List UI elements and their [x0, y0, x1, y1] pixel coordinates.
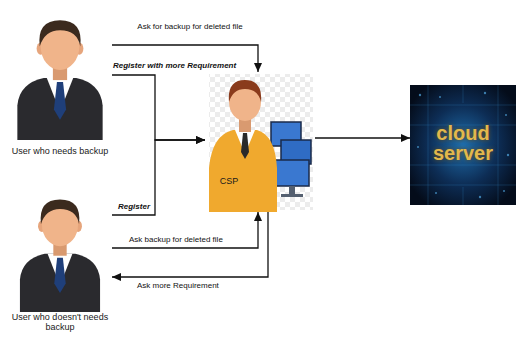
user-node: User who needs backup [8, 8, 112, 158]
arrow-label-box: Ask more Requirement [136, 282, 220, 291]
digital-dots [417, 92, 509, 198]
user-figure [8, 8, 112, 140]
arrow-label: Register [118, 202, 150, 211]
digital-grid [410, 85, 516, 205]
flow-arrow [112, 75, 205, 140]
arrow-label: Register with more Requirement [113, 61, 236, 70]
node-label: User who needs backup [8, 146, 112, 156]
flow-arrow [112, 212, 268, 277]
user-figure [10, 188, 110, 312]
flow-arrow [112, 212, 258, 248]
flow-arrow [112, 140, 205, 215]
flow-arrow [315, 137, 410, 138]
arrow-label: Ask for backup for deleted file [137, 22, 242, 31]
csp-node: CSP [205, 72, 315, 212]
arrow-label-box: Register with more Requirement [112, 62, 237, 71]
arrow-label: Ask backup for deleted file [129, 235, 223, 244]
arrow-label-box: Register [117, 203, 151, 212]
user-node: User who doesn't needs backup [8, 188, 112, 335]
cloud-server-node: cloud server [410, 85, 516, 205]
arrow-label: Ask more Requirement [137, 281, 219, 290]
arrow-label-box: Ask for backup for deleted file [128, 23, 252, 32]
node-label: cloud server [421, 123, 505, 163]
person-drawing [20, 199, 100, 312]
flow-arrow [112, 45, 258, 72]
person-drawing [17, 20, 102, 140]
person-drawing [209, 80, 277, 212]
node-label: CSP [211, 176, 247, 186]
arrow-label-box: Ask backup for deleted file [128, 236, 224, 245]
csp-figure [205, 72, 315, 212]
node-label: User who doesn't needs backup [8, 312, 112, 333]
